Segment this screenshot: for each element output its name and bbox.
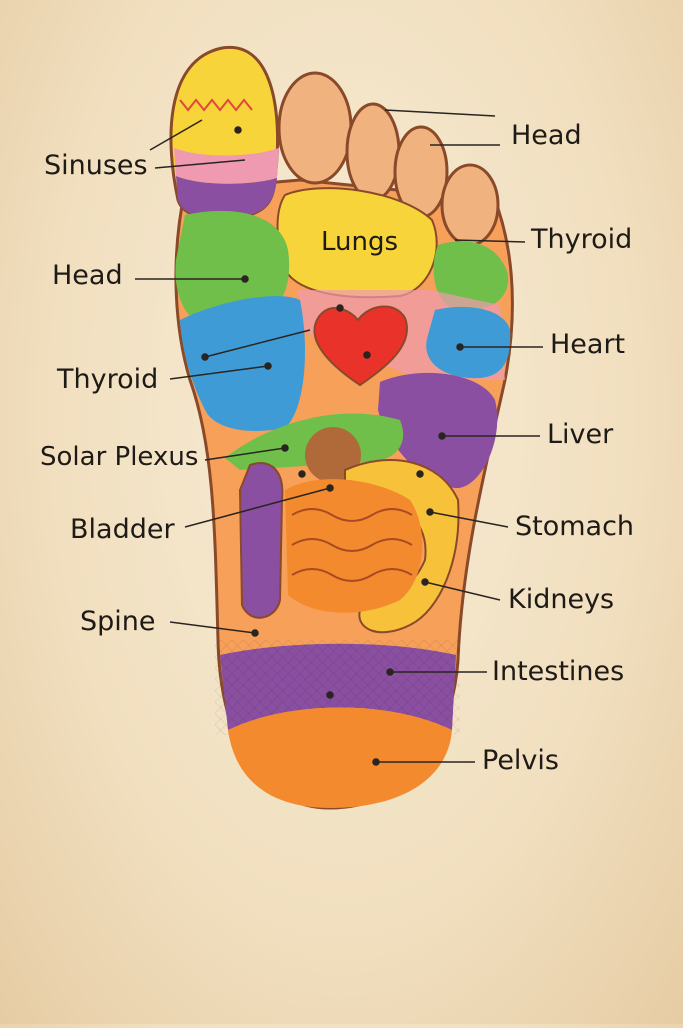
label-thyroid-left: Thyroid xyxy=(57,364,159,395)
pelvis-zone xyxy=(228,707,452,808)
label-kidneys: Kidneys xyxy=(508,584,615,615)
liver-zone xyxy=(378,372,498,489)
toe-5 xyxy=(440,163,500,247)
intestine-coils xyxy=(285,479,423,613)
big-toe-pink-band xyxy=(174,148,279,184)
heart-blue-zone xyxy=(426,306,511,379)
toe-2 xyxy=(277,71,353,185)
label-bladder: Bladder xyxy=(70,514,175,545)
stomach-zone xyxy=(344,459,460,634)
toe-3 xyxy=(345,102,401,202)
label-spine: Spine xyxy=(80,606,156,637)
label-thyroid-right: Thyroid xyxy=(531,224,633,255)
bladder-zone xyxy=(238,462,284,619)
thyroid-left-zone xyxy=(180,296,305,431)
heart-zone xyxy=(313,305,408,387)
label-solar-plexus: Solar Plexus xyxy=(40,442,199,472)
label-heart: Heart xyxy=(550,329,626,360)
big-toe-purple-band xyxy=(176,176,277,219)
label-sinuses: Sinuses xyxy=(44,150,148,181)
label-lungs: Lungs xyxy=(321,227,399,257)
label-stomach: Stomach xyxy=(515,511,635,542)
label-intestines: Intestines xyxy=(492,656,625,687)
thyroid-right-zone xyxy=(433,241,509,311)
label-head-toes: Head xyxy=(511,120,582,151)
label-pelvis: Pelvis xyxy=(482,745,559,776)
label-liver: Liver xyxy=(547,419,614,450)
label-head-left: Head xyxy=(52,260,123,291)
